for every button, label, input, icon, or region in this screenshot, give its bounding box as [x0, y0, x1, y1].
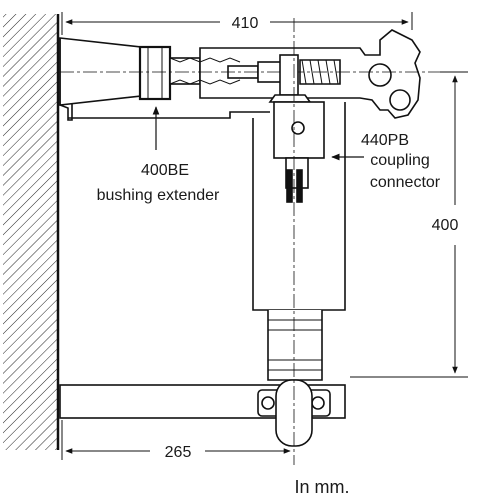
lower-eye	[389, 89, 411, 111]
horizontal-assembly	[59, 29, 421, 121]
cable-core-right	[296, 169, 303, 203]
callout-bushing-extender: 400BE bushing extender	[97, 106, 220, 204]
coupling-connector-line2: connector	[370, 174, 441, 191]
connector-bolt	[291, 121, 305, 135]
coupling-connector	[252, 54, 346, 381]
units-note: In mm.	[294, 477, 349, 497]
eye-ring	[368, 63, 392, 87]
bushing-extender-code: 400BE	[141, 162, 189, 179]
bushing-extender-nut	[138, 45, 172, 101]
dimension-410-label: 410	[232, 15, 259, 32]
callout-coupling-connector: 440PB coupling connector	[331, 132, 441, 191]
coupling-connector-line1: coupling	[370, 152, 430, 169]
dimension-265: 265	[61, 420, 291, 461]
extender-sleeve	[169, 57, 201, 85]
coupling-connector-code: 440PB	[361, 132, 409, 149]
dimension-400: 400	[350, 71, 468, 378]
bushing-extender-name: bushing extender	[97, 187, 220, 204]
connector-collar	[268, 94, 312, 103]
clamp-bolt-right	[311, 396, 325, 410]
dimension-410: 410	[61, 12, 413, 35]
dimension-400-label: 400	[432, 217, 459, 234]
cable-core-left	[286, 169, 293, 203]
wall-hatching	[3, 14, 58, 450]
dimension-265-label: 265	[165, 444, 192, 461]
wall	[3, 14, 60, 450]
connector-tee	[279, 54, 299, 96]
bushing-body	[59, 37, 151, 106]
bracket-edge	[68, 111, 270, 119]
bottom-bracket	[59, 379, 346, 447]
clamp-bolt-left	[261, 396, 275, 410]
